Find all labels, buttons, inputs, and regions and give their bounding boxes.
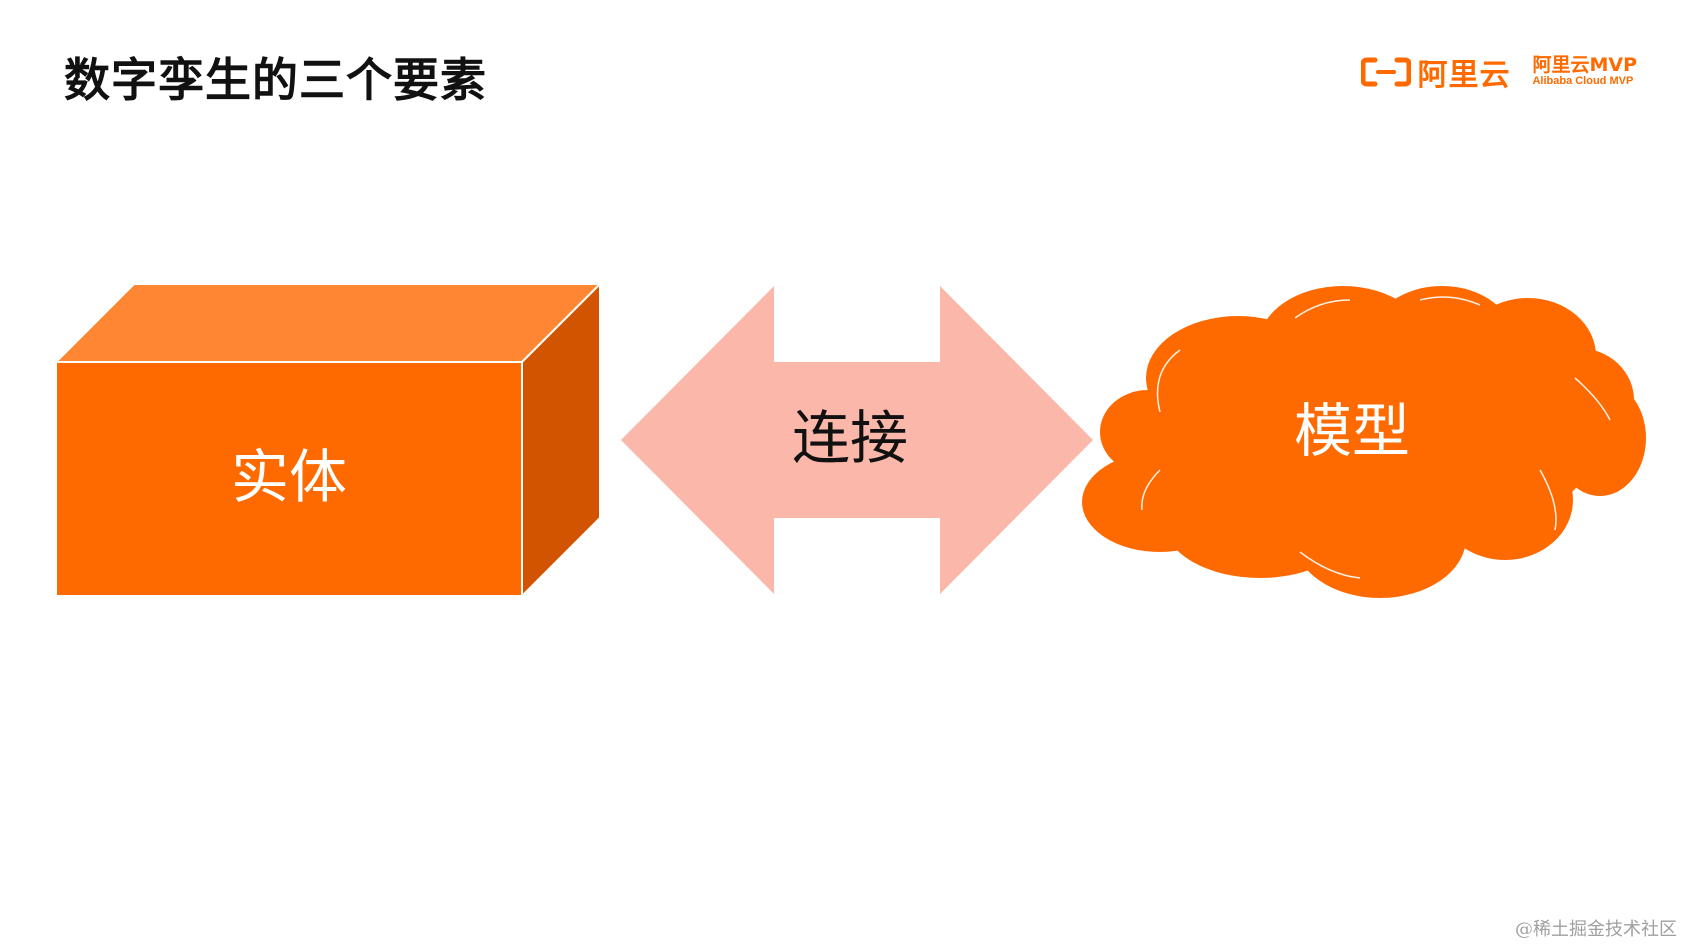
brand-header: 阿里云 阿里云MVP Alibaba Cloud MVP [1361,50,1637,94]
mvp-title: 阿里云MVP [1532,54,1637,77]
mvp-subtitle: Alibaba Cloud MVP [1532,75,1634,88]
mvp-badge: 阿里云MVP Alibaba Cloud MVP [1532,54,1637,88]
aliyun-brand: 阿里云 [1361,50,1510,94]
cloud-shape [1082,286,1646,598]
double-arrow-shape [621,286,1093,594]
entity-box: 实体 [53,281,603,599]
brand-name: 阿里云 [1417,58,1511,93]
aliyun-bracket-logo-icon [1361,57,1412,87]
entity-label: 实体 [231,443,347,511]
cloud-outline [1141,296,1611,579]
entity-box-front [55,361,523,597]
model-cloud: 模型 [1082,286,1646,598]
entity-box-top [53,283,603,363]
model-label: 模型 [1294,397,1410,465]
connection-arrow: 连接 [621,286,1093,594]
watermark-text: @稀土掘金技术社区 [1515,919,1677,940]
slide-title: 数字孪生的三个要素 [64,53,487,107]
connection-label: 连接 [792,404,908,472]
